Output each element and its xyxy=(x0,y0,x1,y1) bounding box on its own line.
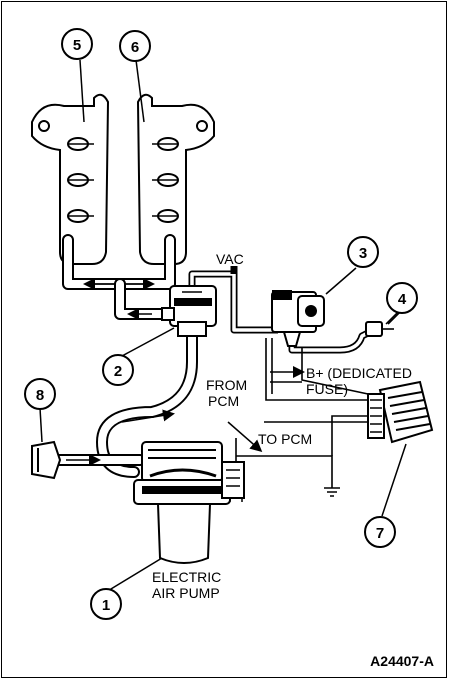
callout-7: 7 xyxy=(364,516,396,548)
air-distribution-hoses xyxy=(50,234,198,478)
callout-leaders xyxy=(39,59,407,593)
callout-6: 6 xyxy=(119,30,151,62)
from-pcm-label-line1: FROM xyxy=(206,377,247,393)
callout-4: 4 xyxy=(386,282,418,314)
callout-5-number: 5 xyxy=(73,37,81,54)
callout-1-number: 1 xyxy=(102,597,110,614)
pcm-module xyxy=(367,380,434,444)
callout-3: 3 xyxy=(347,236,379,268)
figure-id: A24407-A xyxy=(370,653,434,669)
callout-2: 2 xyxy=(102,354,134,386)
right-exhaust-manifold xyxy=(136,93,215,265)
air-pump-relay-solenoid xyxy=(271,290,325,347)
to-pcm-label: TO PCM xyxy=(258,431,312,447)
air-diverter-valve xyxy=(161,285,217,337)
vac-label: VAC xyxy=(216,251,244,267)
electric-air-pump xyxy=(133,441,245,564)
callout-2-number: 2 xyxy=(114,363,122,380)
vacuum-lines xyxy=(188,266,376,354)
callout-5: 5 xyxy=(61,28,93,60)
electrical-connector xyxy=(365,311,401,337)
callout-8-number: 8 xyxy=(36,387,44,404)
pump-label-line1: ELECTRIC xyxy=(152,569,221,585)
b-plus-label-line1: B+ (DEDICATED xyxy=(306,365,412,381)
callout-3-number: 3 xyxy=(359,245,367,262)
air-inlet-filter xyxy=(31,440,62,480)
callout-7-number: 7 xyxy=(376,525,384,542)
left-exhaust-manifold xyxy=(31,93,110,265)
callout-1: 1 xyxy=(90,588,122,620)
b-plus-label-line2: FUSE) xyxy=(306,381,348,397)
callout-4-number: 4 xyxy=(398,291,407,308)
callout-6-number: 6 xyxy=(131,39,139,56)
wiring-harness xyxy=(227,338,369,502)
from-pcm-label-line2: PCM xyxy=(208,393,239,409)
pump-label-line2: AIR PUMP xyxy=(152,585,220,601)
callout-8: 8 xyxy=(24,378,56,410)
